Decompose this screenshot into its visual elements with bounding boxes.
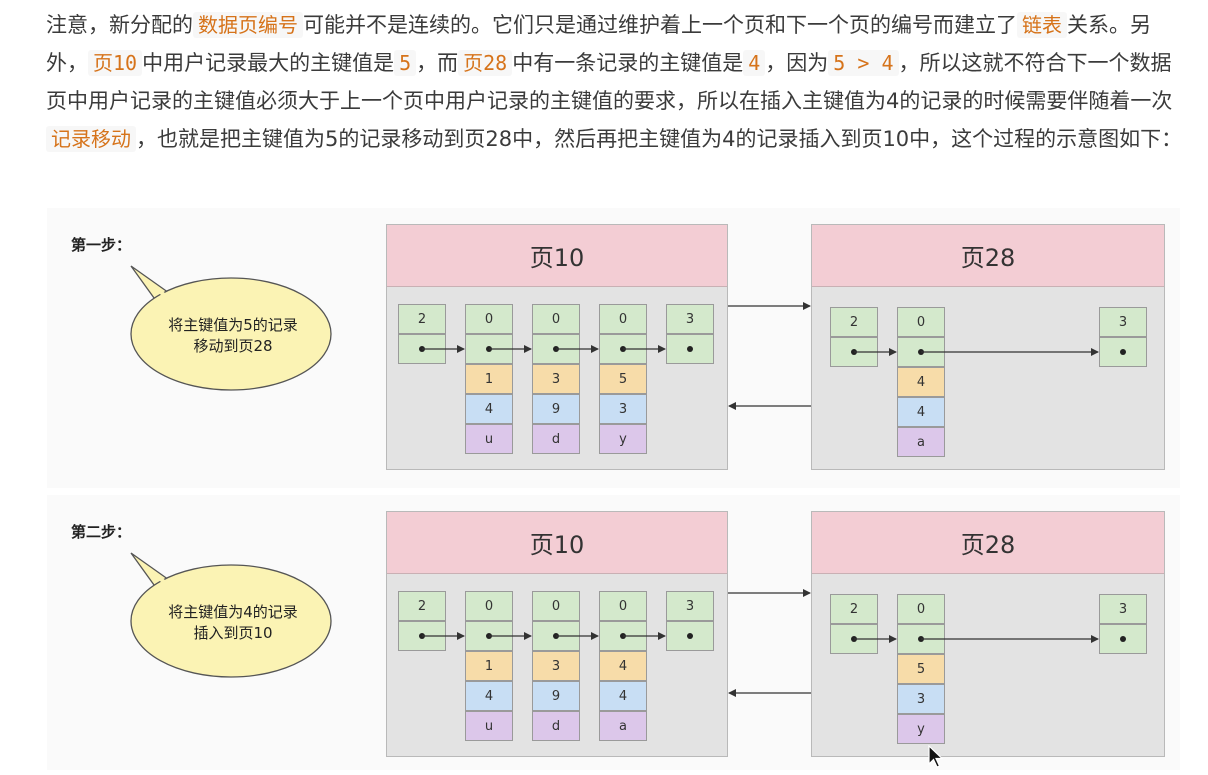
bubble-shape <box>130 265 332 391</box>
record-pointer-cell <box>1099 624 1147 654</box>
record-field-cell: a <box>897 427 945 457</box>
record-header-cell: 0 <box>465 304 513 334</box>
record-header-cell: 0 <box>897 307 945 337</box>
inline-code-page28: 页28 <box>458 50 513 76</box>
text-segment: ，所以这就不符合下一个数据页中用户记录的主键值必须大于上一个页中用户记录的主键值… <box>46 51 1173 113</box>
pointer-dot <box>687 346 693 352</box>
record-header-cell: 3 <box>666 304 714 334</box>
record-header-cell: 0 <box>897 594 945 624</box>
record-header-cell: 3 <box>1099 307 1147 337</box>
record-field-cell: 9 <box>532 394 580 424</box>
step-title: 第二步： <box>71 523 132 541</box>
record-header-cell: 0 <box>532 304 580 334</box>
record-field-cell: 3 <box>599 394 647 424</box>
text-segment: ，因为 <box>765 51 829 75</box>
record-header-cell: 0 <box>465 591 513 621</box>
bubble-join <box>147 567 179 595</box>
inline-code-comparison: 5 > 4 <box>828 50 899 76</box>
record-header-cell: 0 <box>599 591 647 621</box>
text-segment: 可能并不是连续的。它们只是通过维护着上一个页和下一个页的编号而建立了 <box>303 13 1017 37</box>
pointer-dot <box>1120 349 1126 355</box>
step-title: 第一步： <box>71 236 132 254</box>
text-segment: ，而 <box>416 51 459 75</box>
bubble-text-line: 移动到页28 <box>193 337 273 355</box>
record-field-cell: u <box>465 711 513 741</box>
inline-code-data-page-number: 数据页编号 <box>193 12 303 38</box>
bubble-body <box>130 564 332 678</box>
record-pointer-cell <box>666 334 714 364</box>
record-field-cell: d <box>532 424 580 454</box>
inline-code-5: 5 <box>394 50 417 76</box>
bubble-text: 将主键值为5的记录移动到页28 <box>133 315 333 357</box>
bubble-text-line: 将主键值为4的记录 <box>168 603 298 621</box>
record-field-cell: y <box>897 714 945 744</box>
text-segment: 中用户记录最大的主键值是 <box>142 51 395 75</box>
arrow-layer <box>422 589 1099 697</box>
pointer-dot <box>687 633 693 639</box>
text-segment: ，也就是把主键值为5的记录移动到页28中，然后再把主键值为4的记录插入到页10中… <box>136 127 1183 151</box>
record-header-cell: 0 <box>532 591 580 621</box>
record-field-cell: 3 <box>897 684 945 714</box>
record-field-cell: 9 <box>532 681 580 711</box>
right-page-title: 页28 <box>812 225 1164 287</box>
record-header-cell: 3 <box>666 591 714 621</box>
record-header-cell: 2 <box>830 307 878 337</box>
mouse-cursor-icon <box>928 744 944 773</box>
record-field-cell: 4 <box>897 367 945 397</box>
inline-code-4: 4 <box>743 50 766 76</box>
inline-code-record-move: 记录移动 <box>46 126 136 152</box>
record-pointer-cell <box>666 621 714 651</box>
speech-bubble <box>127 545 337 685</box>
bubble-text-line: 插入到页10 <box>193 624 273 642</box>
text-segment: 关系。另外， <box>46 13 1151 75</box>
bubble-body <box>130 277 332 391</box>
record-field-cell: 4 <box>897 397 945 427</box>
speech-bubble <box>127 258 337 398</box>
record-field-cell: d <box>532 711 580 741</box>
record-field-cell: y <box>599 424 647 454</box>
record-field-cell: 5 <box>599 364 647 394</box>
record-field-cell: 1 <box>465 364 513 394</box>
record-field-cell: 4 <box>599 651 647 681</box>
bubble-shape <box>130 552 332 678</box>
left-page-title: 页10 <box>387 512 727 574</box>
record-field-cell: 4 <box>465 681 513 711</box>
record-header-cell: 2 <box>830 594 878 624</box>
pointer-dot <box>1120 636 1126 642</box>
record-field-cell: 3 <box>532 651 580 681</box>
record-header-cell: 2 <box>398 591 446 621</box>
arrow-layer <box>422 302 1099 410</box>
record-header-cell: 2 <box>398 304 446 334</box>
bubble-text-line: 将主键值为5的记录 <box>168 316 298 334</box>
right-page-title: 页28 <box>812 512 1164 574</box>
inline-code-page10: 页10 <box>88 50 143 76</box>
text-segment: 中有一条记录的主键值是 <box>512 51 744 75</box>
bubble-join <box>147 280 179 308</box>
bubble-text: 将主键值为4的记录插入到页10 <box>133 602 333 644</box>
record-field-cell: 5 <box>897 654 945 684</box>
left-page-title: 页10 <box>387 225 727 287</box>
record-header-cell: 0 <box>599 304 647 334</box>
inline-code-linked-list: 链表 <box>1017 12 1067 38</box>
record-field-cell: 3 <box>532 364 580 394</box>
explanation-paragraph: 注意，新分配的数据页编号可能并不是连续的。它们只是通过维护着上一个页和下一个页的… <box>46 6 1186 158</box>
text-segment: 注意，新分配的 <box>46 13 193 37</box>
record-field-cell: u <box>465 424 513 454</box>
record-field-cell: 1 <box>465 651 513 681</box>
record-field-cell: 4 <box>599 681 647 711</box>
record-header-cell: 3 <box>1099 594 1147 624</box>
record-pointer-cell <box>1099 337 1147 367</box>
record-field-cell: a <box>599 711 647 741</box>
record-field-cell: 4 <box>465 394 513 424</box>
